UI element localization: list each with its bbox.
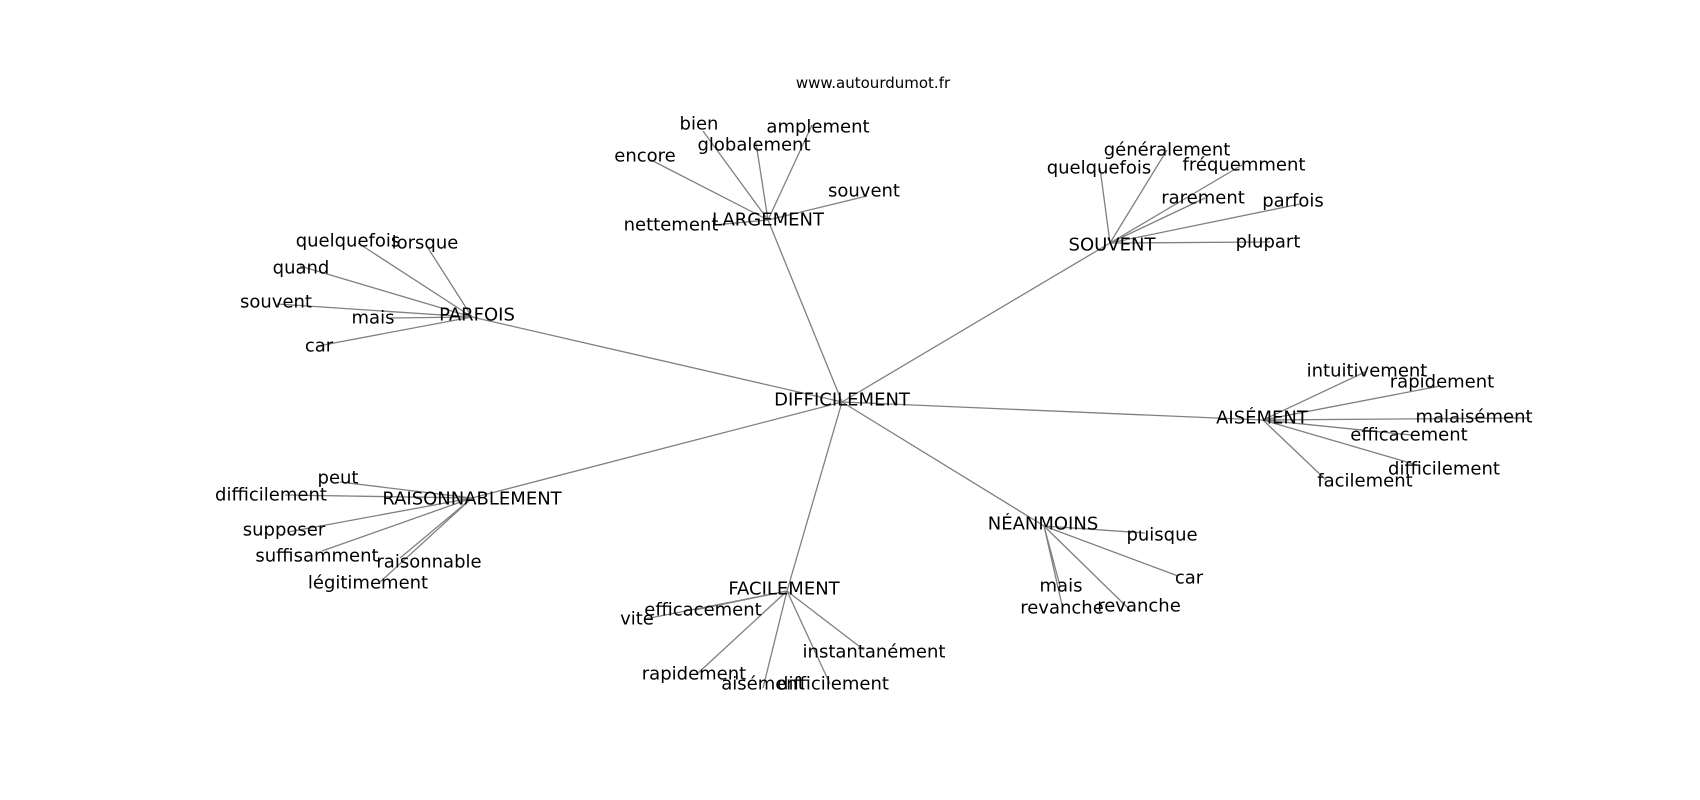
leaf-node: puisque: [1126, 525, 1197, 546]
edge-hub-to-leaf: [1043, 525, 1063, 606]
leaf-node: difficilement: [777, 674, 889, 695]
edge-hub-to-leaf: [427, 247, 473, 318]
leaf-node: revanche: [1020, 598, 1104, 619]
leaf-node: rapidement: [1390, 372, 1494, 393]
edge-hub-to-leaf: [1109, 149, 1168, 244]
edge-center-to-hub: [471, 401, 843, 499]
leaf-node: quelquefois: [296, 231, 401, 252]
leaf-node: parfois: [1262, 191, 1324, 212]
leaf-node: instantanément: [803, 642, 946, 663]
edge-hub-to-leaf: [644, 590, 788, 620]
edge-hub-to-leaf: [1262, 419, 1327, 481]
edge-hub-to-leaf: [1262, 417, 1531, 421]
hub-node: NÉANMOINS: [988, 513, 1099, 535]
edge-hub-to-leaf: [702, 130, 769, 221]
edge-hub-to-leaf: [767, 195, 868, 221]
leaf-node: mais: [1040, 576, 1083, 597]
edge-center-to-hub: [786, 401, 843, 592]
edge-hub-to-leaf: [1109, 164, 1243, 244]
leaf-node: aisément: [721, 674, 805, 695]
edge-hub-to-leaf: [339, 481, 473, 499]
edge-hub-to-leaf: [317, 316, 473, 347]
hub-node: RAISONNABLEMENT: [382, 489, 562, 510]
edge-hub-to-leaf: [357, 242, 473, 318]
leaf-node: car: [305, 336, 334, 357]
leaf-node: difficilement: [215, 485, 327, 506]
leaf-node: car: [1175, 568, 1204, 589]
leaf-node: rarement: [1161, 188, 1245, 209]
edge-hub-to-leaf: [650, 159, 769, 221]
leaf-node: bien: [680, 114, 719, 135]
hub-node: SOUVENT: [1069, 235, 1157, 256]
edge-center-to-hub: [767, 219, 843, 403]
leaf-node: légitimement: [308, 573, 428, 594]
leaf-node: vite: [620, 609, 654, 630]
leaf-node: souvent: [240, 292, 312, 313]
edge-center-to-hub: [841, 401, 1045, 527]
leaf-node: rapidement: [642, 664, 746, 685]
edge-hub-to-leaf: [713, 219, 769, 226]
leaf-node: raisonnable: [376, 552, 481, 573]
leaf-node: revanche: [1097, 596, 1181, 617]
graph-edges: [276, 124, 1531, 689]
leaf-node: facilement: [1317, 471, 1412, 492]
leaf-node: malaisément: [1415, 407, 1532, 428]
edge-hub-to-leaf: [284, 494, 473, 499]
leaf-node: mais: [352, 308, 395, 329]
edge-hub-to-leaf: [1099, 167, 1111, 244]
edge-hub-to-leaf: [1109, 197, 1206, 244]
edge-hub-to-leaf: [1262, 419, 1418, 466]
edge-hub-to-leaf: [755, 142, 769, 221]
edge-hub-to-leaf: [1109, 203, 1301, 244]
leaf-node: intuitivement: [1307, 361, 1428, 382]
leaf-node: peut: [318, 468, 359, 489]
leaf-node: généralement: [1104, 140, 1231, 161]
edge-center-to-hub: [841, 242, 1111, 403]
edge-hub-to-leaf: [1262, 385, 1441, 421]
edge-hub-to-leaf: [299, 265, 473, 318]
hub-node: LARGEMENT: [712, 210, 825, 231]
leaf-node: encore: [614, 146, 675, 167]
edge-hub-to-leaf: [1043, 525, 1146, 534]
edge-hub-to-leaf: [276, 303, 473, 318]
source-label: www.autourdumot.fr: [796, 74, 951, 92]
edge-hub-to-leaf: [389, 316, 473, 319]
edge-hub-to-leaf: [287, 497, 473, 533]
edge-center-to-hub: [841, 401, 1264, 421]
leaf-node: quand: [273, 258, 330, 279]
leaf-node: fréquemment: [1183, 155, 1306, 176]
leaf-node: globalement: [697, 135, 810, 156]
leaf-node: plupart: [1236, 232, 1301, 253]
hub-node: AISÉMENT: [1216, 407, 1309, 429]
edge-hub-to-leaf: [1262, 419, 1412, 436]
edge-hub-to-leaf: [1262, 371, 1366, 421]
edge-hub-to-leaf: [399, 497, 473, 559]
edge-hub-to-leaf: [1109, 241, 1271, 244]
hub-node: FACILEMENT: [728, 579, 840, 600]
leaf-node: efficacement: [1350, 425, 1467, 446]
edge-hub-to-leaf: [767, 124, 813, 221]
edge-hub-to-leaf: [379, 497, 473, 583]
leaf-node: lorsque: [392, 233, 459, 254]
leaf-node: efficacement: [644, 600, 761, 621]
graph-labels: DIFFICILEMENT LARGEMENT bien amplementgloba…: [215, 114, 1533, 695]
edge-hub-to-leaf: [1043, 525, 1131, 611]
hub-node: PARFOIS: [439, 305, 515, 326]
leaf-node: difficilement: [1388, 459, 1500, 480]
edge-hub-to-leaf: [786, 590, 865, 651]
edge-hub-to-leaf: [786, 590, 831, 685]
edge-hub-to-leaf: [321, 497, 473, 552]
leaf-node: quelquefois: [1047, 158, 1152, 179]
edge-hub-to-leaf: [696, 590, 788, 675]
edge-hub-to-leaf: [1043, 525, 1179, 577]
leaf-node: souvent: [828, 181, 900, 202]
leaf-node: amplement: [766, 117, 869, 138]
center-node: DIFFICILEMENT: [774, 390, 911, 411]
edge-center-to-hub: [471, 316, 843, 403]
leaf-node: nettement: [624, 215, 719, 236]
leaf-node: suffisamment: [255, 546, 378, 567]
leaf-node: supposer: [243, 520, 326, 541]
edge-hub-to-leaf: [762, 590, 788, 689]
